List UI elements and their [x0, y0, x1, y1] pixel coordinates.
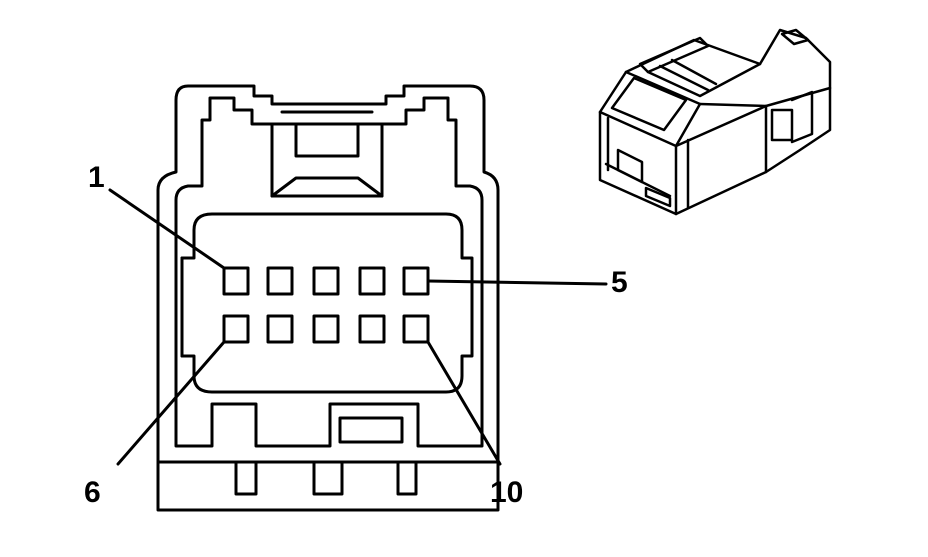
iso-rear-window [770, 108, 794, 142]
pin-2 [266, 266, 294, 296]
pin-9 [358, 314, 386, 344]
pin-10 [402, 314, 430, 344]
key-slot [338, 416, 404, 444]
iso-latch-top [638, 36, 710, 74]
connector-face [108, 84, 608, 512]
pin-1 [222, 266, 250, 296]
latch-ramp [270, 176, 384, 198]
pin-6 [222, 314, 250, 344]
terminal-stub-middle [312, 460, 344, 496]
pin-cavity [180, 212, 474, 394]
pin-label-1: 1 [88, 161, 105, 194]
pin-label-6: 6 [84, 476, 101, 509]
pin-8 [312, 314, 340, 344]
pin-7 [266, 314, 294, 344]
leader-line-5 [426, 279, 608, 286]
iso-latch-ridges [646, 58, 762, 98]
iso-rear-block [764, 86, 832, 174]
iso-rear-tab [790, 90, 814, 144]
pin-5 [402, 266, 430, 296]
iso-front-bar [604, 116, 672, 198]
iso-top-face [598, 70, 702, 148]
leader-line-1 [108, 188, 226, 270]
iso-right-face [674, 102, 768, 216]
iso-top-tab [780, 28, 810, 46]
terminal-stub-left [234, 460, 258, 496]
latch-inner [294, 122, 360, 158]
leader-line-6 [116, 340, 226, 466]
pin-3 [312, 266, 340, 296]
iso-side-lip [674, 104, 768, 210]
pin-label-10: 10 [490, 476, 524, 509]
iso-inner-edge [610, 76, 688, 132]
pin-4 [358, 266, 386, 296]
housing-inner-outline [174, 96, 484, 448]
pin-row-bottom [222, 314, 430, 344]
latch-window [270, 122, 384, 198]
pin-row-top [222, 266, 430, 296]
iso-bottom-slot [644, 186, 672, 208]
housing-outer-outline [156, 84, 500, 512]
leader-line-10 [426, 340, 502, 466]
pin-label-5: 5 [611, 266, 628, 299]
iso-upper-block [624, 28, 832, 90]
terminal-stub-right [396, 460, 418, 496]
connector-isometric-view [598, 28, 832, 216]
